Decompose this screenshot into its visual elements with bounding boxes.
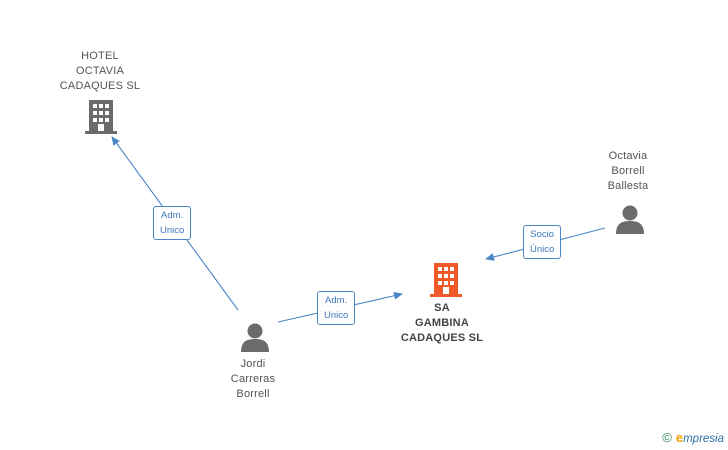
label-line: SA xyxy=(434,302,450,314)
label-line: Carreras xyxy=(230,373,276,385)
copyright-icon: © xyxy=(662,430,672,445)
brand-logo: © empresia xyxy=(662,430,724,445)
edge-label-line: Adm. xyxy=(161,210,184,221)
person-icon[interactable] xyxy=(241,323,269,353)
company-label-hotel[interactable]: HOTEL OCTAVIA CADAQUES SL xyxy=(40,49,160,94)
edge-label-jordi-hotel[interactable]: Adm. Unico xyxy=(153,206,192,240)
edge-label-line: Socio xyxy=(530,229,555,240)
label-line: OCTAVIA xyxy=(75,65,125,77)
edge-label-octavia-main[interactable]: Socio Único xyxy=(523,225,562,259)
building-icon[interactable] xyxy=(85,100,117,134)
edge-label-jordi-main[interactable]: Adm. Unico xyxy=(317,291,356,325)
person-label-jordi[interactable]: Jordi Carreras Borrell xyxy=(203,357,303,402)
brand-initial: e xyxy=(675,430,684,445)
label-line: Jordi xyxy=(240,358,266,370)
label-line: Octavia xyxy=(608,150,648,162)
edge-label-line: Único xyxy=(530,244,555,255)
label-line: Ballesta xyxy=(607,180,649,192)
label-line: Borrell xyxy=(236,388,270,400)
label-line: GAMBINA xyxy=(415,317,469,329)
person-icon[interactable] xyxy=(616,205,644,235)
edge-label-line: Adm. xyxy=(325,295,348,306)
company-label-main[interactable]: SA GAMBINA CADAQUES SL xyxy=(382,301,502,346)
label-line: CADAQUES SL xyxy=(59,80,141,92)
label-line: Borrell xyxy=(611,165,645,177)
person-label-octavia[interactable]: Octavia Borrell Ballesta xyxy=(578,149,678,194)
label-line: HOTEL xyxy=(81,50,119,62)
label-line: CADAQUES SL xyxy=(400,332,484,344)
edge-label-line: Unico xyxy=(324,310,349,321)
brand-name-rest: mpresia xyxy=(683,433,724,445)
building-icon[interactable] xyxy=(430,263,462,297)
brand-name: empresia xyxy=(676,430,724,445)
edge-label-line: Unico xyxy=(160,225,185,236)
